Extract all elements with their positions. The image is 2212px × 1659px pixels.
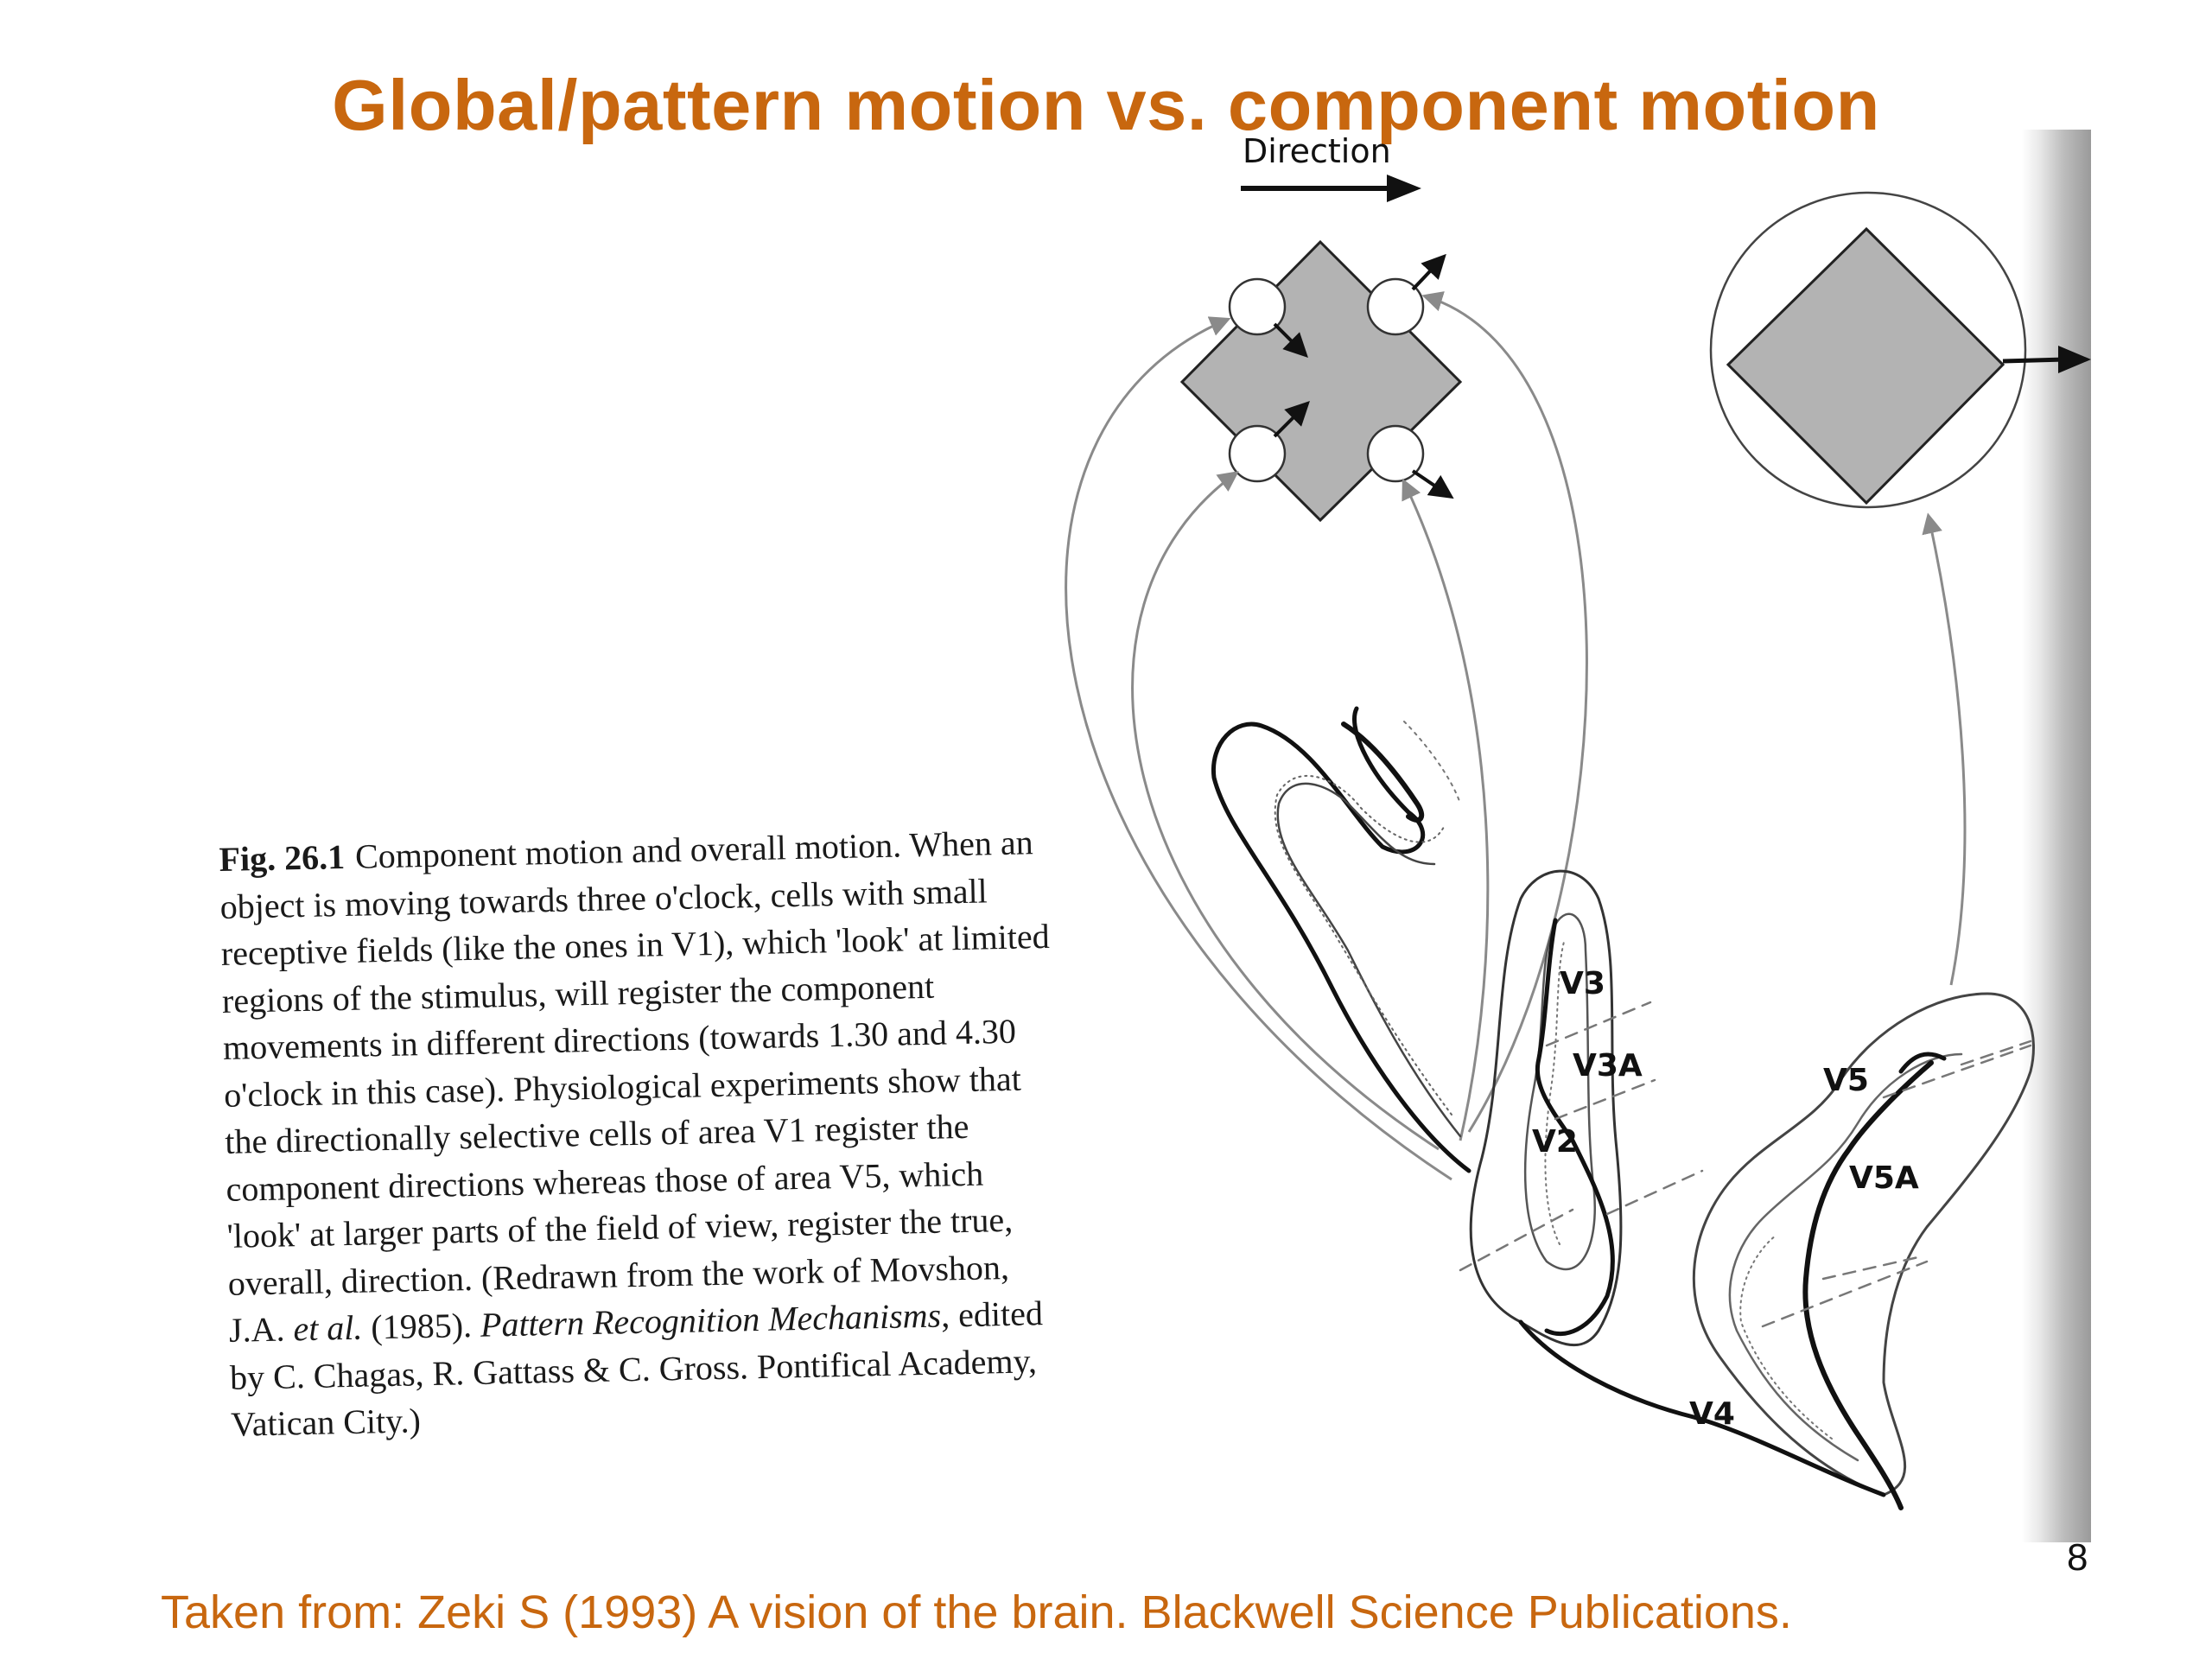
cortex-folds <box>1211 706 2035 1510</box>
component-diamond <box>1179 239 1463 523</box>
receptive-field-circle <box>1366 424 1425 483</box>
caption-book-title: Pattern Recognition Mechanisms <box>480 1295 942 1344</box>
area-label-v5: V5 <box>1823 1063 1869 1098</box>
pattern-diamond <box>1709 191 2091 509</box>
direction-arrow <box>1241 175 1421 202</box>
receptive-field-circle <box>1228 277 1287 336</box>
area-label-v5a: V5A <box>1849 1160 1919 1196</box>
page-edge-shadow <box>2022 130 2091 1542</box>
source-credit: Taken from: Zeki S (1993) A vision of th… <box>161 1586 1792 1638</box>
direction-label: Direction <box>1243 132 1391 170</box>
slide-title: Global/pattern motion vs. component moti… <box>332 64 1880 145</box>
component-arrows <box>1273 253 1454 499</box>
caption-et-al: et al. <box>292 1307 363 1349</box>
area-label-v3: V3 <box>1560 966 1605 1001</box>
area-label-v2: V2 <box>1532 1124 1578 1160</box>
receptive-field-circle <box>1228 424 1287 483</box>
projection-arrows <box>1065 291 1967 1181</box>
figure-number: Fig. 26.1 <box>219 836 346 879</box>
page-number: 8 <box>2067 1536 2088 1579</box>
area-label-v4: V4 <box>1689 1396 1735 1432</box>
area-label-v3a: V3A <box>1573 1048 1643 1084</box>
caption-text-year: (1985). <box>361 1305 481 1347</box>
caption-text: Component motion and overall motion. Whe… <box>219 823 1051 1350</box>
